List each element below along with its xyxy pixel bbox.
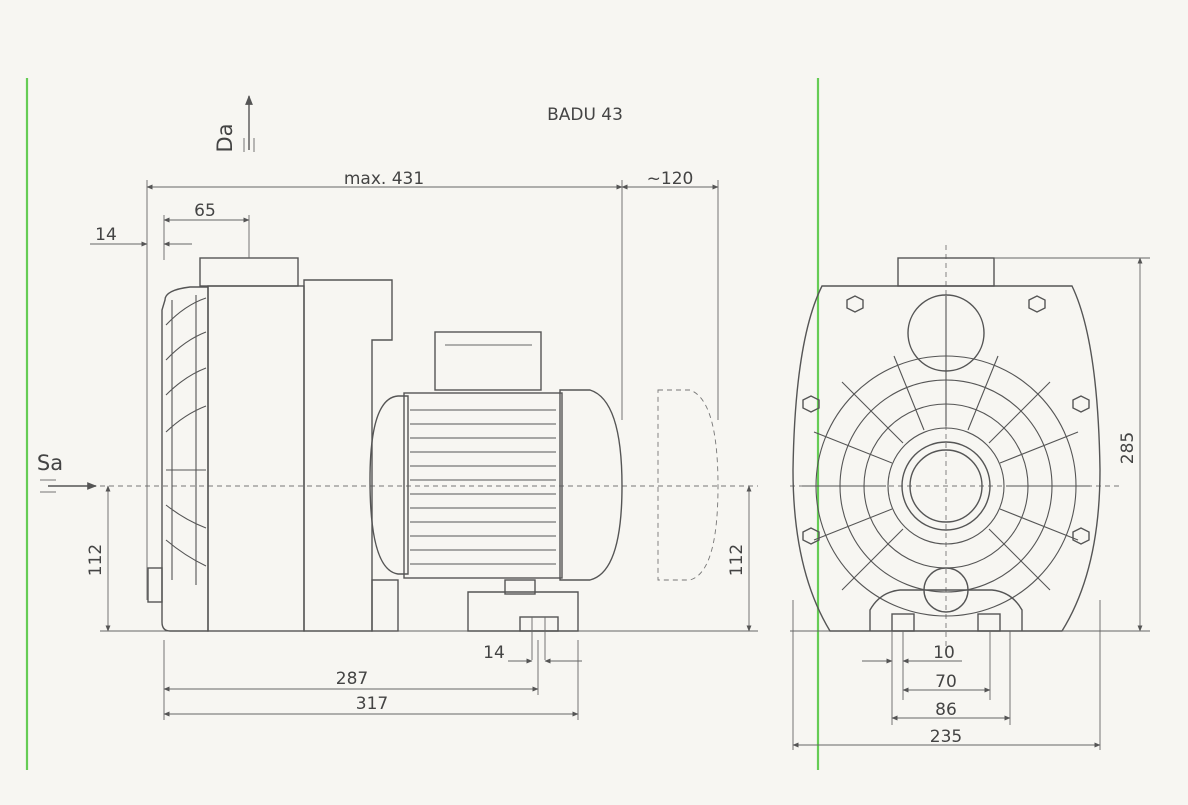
motor-foot <box>467 591 579 632</box>
dim-motor-clearance: ~120 <box>647 169 694 189</box>
strainer-housing <box>161 286 209 632</box>
fan-cover-removal-outline <box>657 389 719 581</box>
dim-axis-height-right: 112 <box>727 544 747 576</box>
front-suction-opening <box>901 441 991 531</box>
discharge-port <box>199 257 299 287</box>
dim-slot-width: 10 <box>933 643 955 663</box>
pump-housing <box>303 279 393 632</box>
fan-cover <box>559 389 623 581</box>
dim-overall-length: max. 431 <box>344 169 424 189</box>
dim-foot-slot: 14 <box>483 643 505 663</box>
cooling-fins <box>410 409 556 565</box>
motor-flange <box>369 395 409 575</box>
suction-label: Sa <box>37 451 63 475</box>
strainer-ribs <box>165 295 207 585</box>
front-radial-lattice <box>802 296 1090 617</box>
pump-casing <box>207 285 305 632</box>
discharge-label: Da <box>213 123 237 152</box>
drawing-title: BADU 43 <box>547 105 623 125</box>
terminal-box <box>434 331 542 391</box>
motor-body <box>403 392 563 579</box>
dim-top-offset: 65 <box>194 201 216 221</box>
front-foot <box>869 589 1023 631</box>
dim-bolt-spacing: 70 <box>935 672 957 692</box>
dim-front-offset: 14 <box>95 225 117 245</box>
side-view <box>40 95 758 720</box>
drain-plug <box>147 567 163 603</box>
front-view <box>790 245 1150 750</box>
dim-base-width: 235 <box>930 727 962 747</box>
dim-foot-position: 287 <box>336 669 368 689</box>
dim-base-length: 317 <box>356 694 388 714</box>
front-discharge-opening <box>907 294 985 372</box>
dim-axis-height-left: 112 <box>86 544 106 576</box>
dim-total-height: 285 <box>1118 432 1138 464</box>
bolt-hexagons <box>802 295 1090 545</box>
dim-foot-width: 86 <box>935 700 957 720</box>
